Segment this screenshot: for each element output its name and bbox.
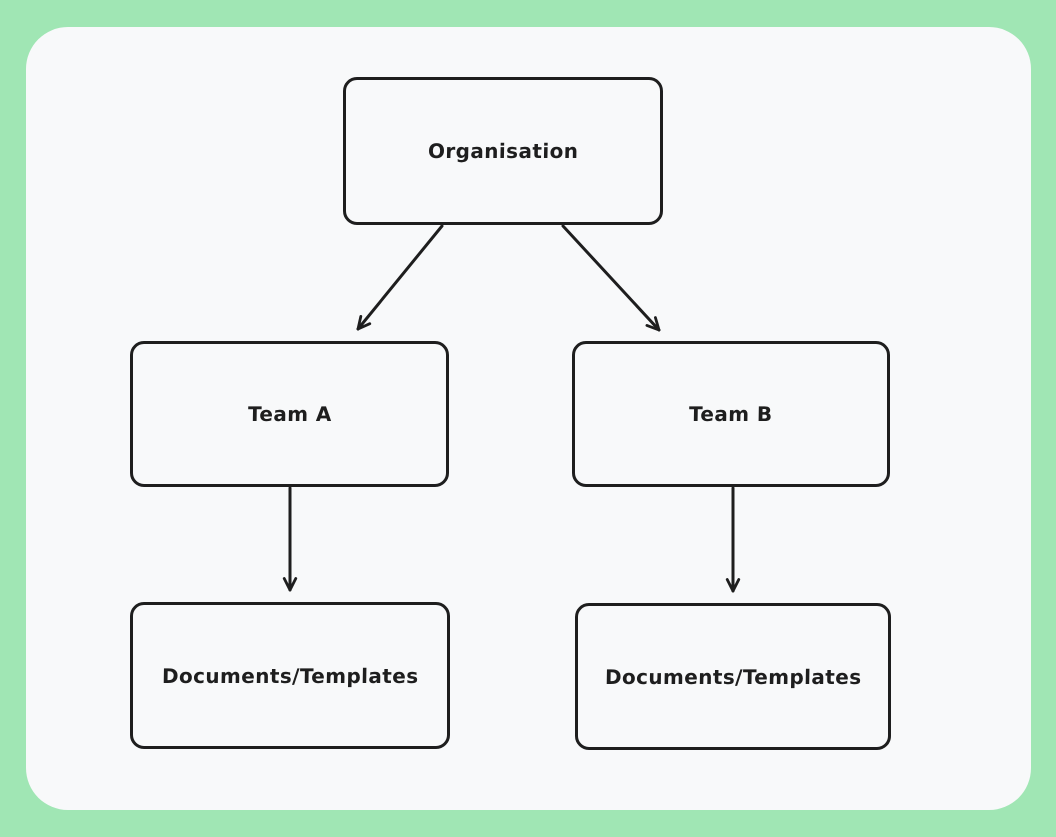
node-docs-a[interactable]: Documents/Templates	[130, 602, 450, 749]
node-docs-b[interactable]: Documents/Templates	[575, 603, 891, 750]
node-docs-b-label: Documents/Templates	[604, 664, 862, 689]
diagram-canvas	[26, 27, 1031, 810]
node-team-b[interactable]: Team B	[572, 341, 890, 487]
node-team-a[interactable]: Team A	[130, 341, 449, 487]
node-organisation[interactable]: Organisation	[343, 77, 663, 225]
edge-organisation-team-b[interactable]	[561, 224, 661, 332]
node-team-a-label: Team A	[247, 402, 332, 426]
node-organisation-label: Organisation	[427, 139, 579, 163]
node-team-b-label: Team B	[689, 402, 773, 426]
node-docs-a-label: Documents/Templates	[161, 663, 419, 688]
edge-organisation-team-a[interactable]	[356, 224, 444, 331]
